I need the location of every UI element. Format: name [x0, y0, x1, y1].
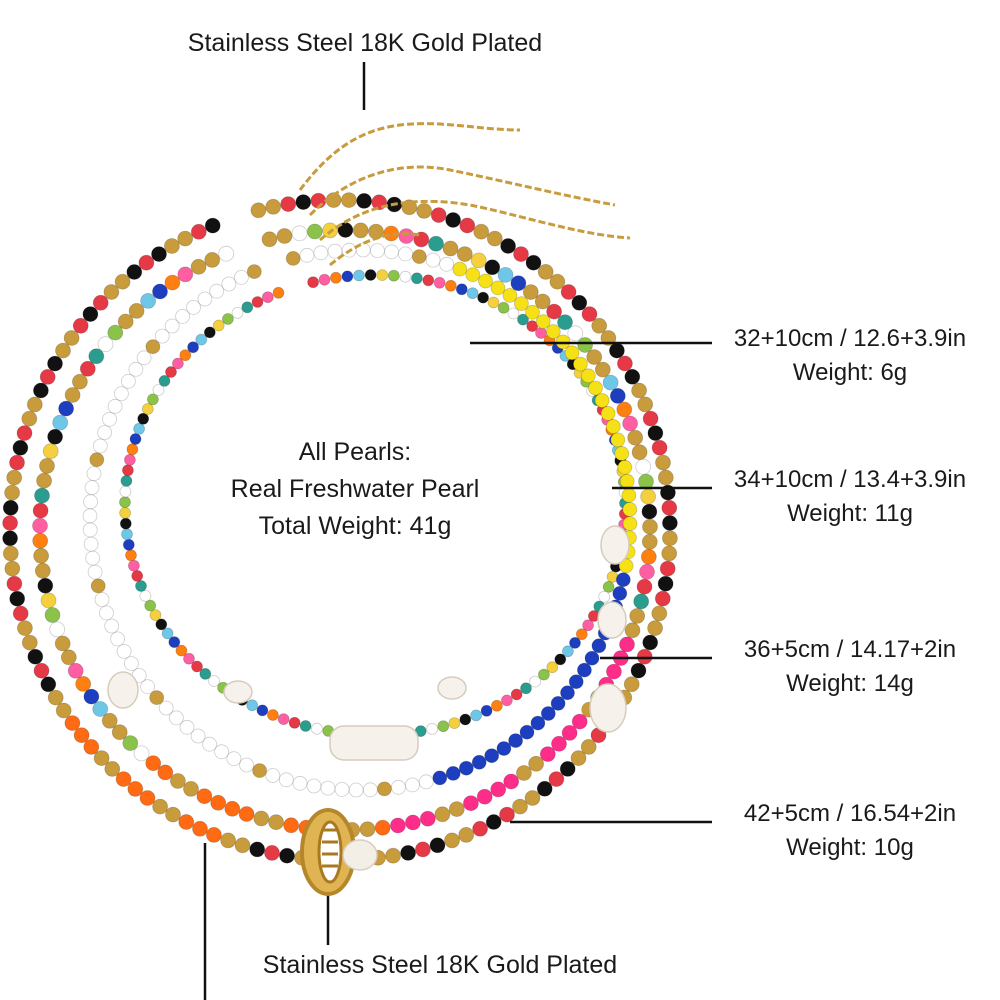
- extension-chains: [298, 122, 631, 267]
- cowrie-shell-pendant: [300, 808, 378, 896]
- spec-size: 42+5cm / 16.54+2in: [743, 800, 957, 827]
- necklace-2-beads: [82, 242, 638, 798]
- freshwater-pearls: [107, 525, 630, 761]
- pearl-info-total-weight: Total Weight: 41g: [258, 512, 452, 540]
- leader-lines: [203, 62, 712, 1000]
- pearl-info: All Pearls: Real Freshwater Pearl Total …: [190, 434, 520, 545]
- spec-necklace-3: 36+5cm / 14.17+2in Weight: 14g: [700, 633, 1000, 701]
- spec-weight: Weight: 11g: [787, 500, 913, 527]
- pearl-info-type: Real Freshwater Pearl: [230, 475, 480, 503]
- spec-necklace-2: 34+10cm / 13.4+3.9in Weight: 11g: [700, 463, 1000, 531]
- spec-necklace-1: 32+10cm / 12.6+3.9in Weight: 6g: [700, 322, 1000, 390]
- clasp-material-label-top: Stainless Steel 18K Gold Plated: [187, 29, 543, 57]
- spec-necklace-4: 42+5cm / 16.54+2in Weight: 10g: [700, 797, 1000, 865]
- spec-weight: Weight: 10g: [786, 834, 914, 861]
- spec-size: 32+10cm / 12.6+3.9in: [733, 325, 967, 352]
- spec-size: 36+5cm / 14.17+2in: [743, 636, 957, 663]
- spec-weight: Weight: 6g: [792, 359, 908, 386]
- gold-chains: [298, 122, 631, 267]
- spec-size: 34+10cm / 13.4+3.9in: [733, 466, 967, 493]
- pearl-info-heading: All Pearls:: [298, 438, 412, 466]
- clasp-material-label-bottom: Stainless Steel 18K Gold Plated: [262, 951, 618, 979]
- spec-weight: Weight: 14g: [786, 670, 914, 697]
